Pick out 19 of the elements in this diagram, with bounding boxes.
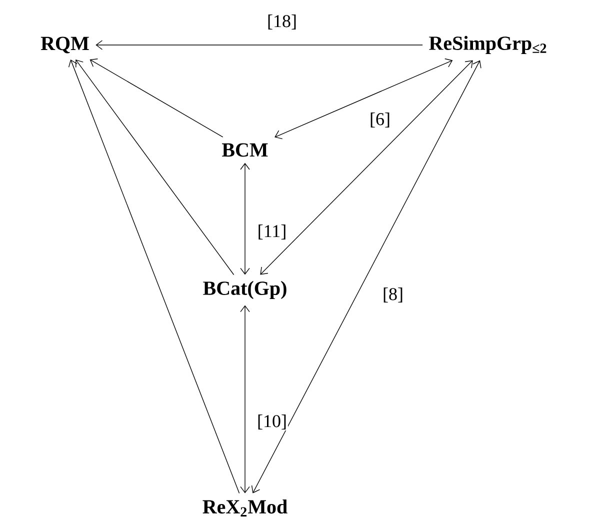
arrow	[251, 60, 482, 494]
category-label: RQM	[40, 36, 89, 54]
arrow	[240, 305, 250, 494]
arrow	[90, 58, 224, 138]
category-label: ReX$_{2}$Mod	[202, 500, 288, 516]
arrow	[260, 60, 473, 275]
edge-label: [10]	[256, 414, 288, 430]
category-label: BCat(Gp)	[203, 280, 286, 300]
arrow	[68, 59, 240, 494]
edge-label: [11]	[256, 224, 288, 240]
category-label: BCM	[222, 143, 268, 157]
arrow	[274, 58, 453, 140]
edge-label: [8]	[382, 286, 404, 304]
arrow	[240, 162, 250, 275]
edge-label: [6]	[368, 112, 392, 128]
arrow	[76, 59, 234, 276]
arrow	[96, 40, 423, 50]
category-label: ReSimpGrp$_{≤2}$	[429, 36, 546, 54]
edge-label: [18]	[266, 14, 298, 30]
